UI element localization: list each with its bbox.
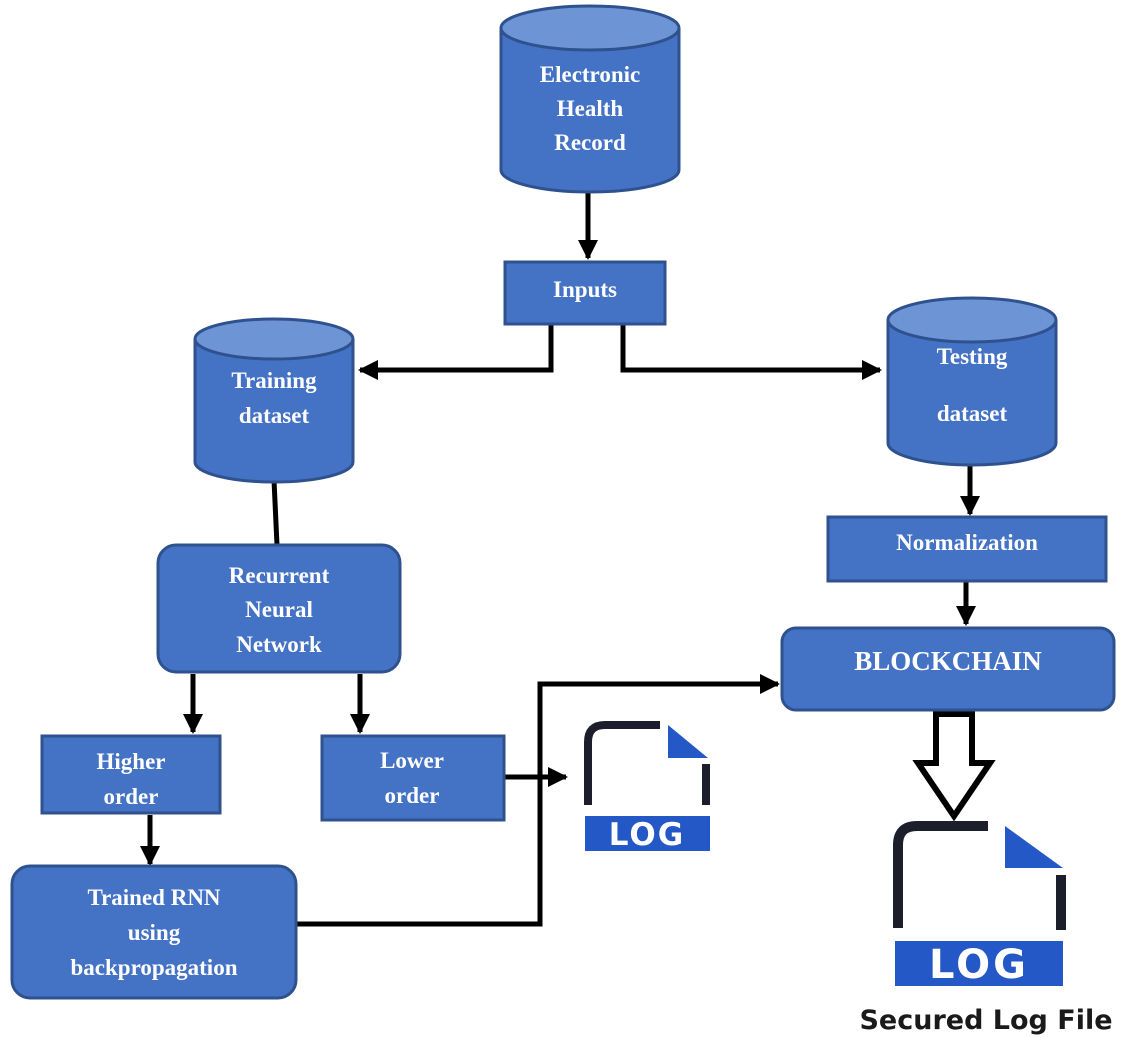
blockchain-label: BLOCKCHAIN <box>854 646 1042 676</box>
edge-trained-to-blockchain <box>296 674 780 927</box>
normalization-box: Normalization <box>826 515 1108 583</box>
rnn-label-line-3: Network <box>236 632 322 657</box>
secured-log-file-icon: LOG <box>893 821 1066 988</box>
lower-label-line-2: order <box>385 783 440 808</box>
log-icon-text: LOG <box>609 817 685 853</box>
ehr-label-line-3: Record <box>554 130 626 155</box>
trained-label-line-3: backpropagation <box>70 955 237 980</box>
testing-label-line-1: Testing <box>937 344 1008 369</box>
trained-label-line-1: Trained RNN <box>87 885 220 910</box>
higher-order-box: Higher order <box>40 734 222 815</box>
lower-order-box: Lower order <box>320 734 506 822</box>
log-file-icon: LOG <box>584 721 710 853</box>
secured-log-icon-text: LOG <box>929 942 1029 988</box>
lower-label-line-1: Lower <box>380 748 444 773</box>
ehr-label-line-2: Health <box>557 96 624 121</box>
secured-log-caption: Secured Log File <box>859 1005 1112 1036</box>
edge-inputs-to-testing <box>620 325 882 380</box>
trained-label-line-2: using <box>128 920 181 945</box>
training-label-line-1: Training <box>231 368 317 393</box>
ehr-label-line-1: Electronic <box>540 62 641 87</box>
normalization-label: Normalization <box>896 530 1038 555</box>
rnn-label-line-2: Neural <box>245 597 313 622</box>
electronic-health-record-cylinder: Electronic Health Record <box>499 4 681 194</box>
inputs-box: Inputs <box>503 260 667 326</box>
higher-label-line-1: Higher <box>97 749 166 774</box>
edge-training-to-rnn <box>271 479 280 546</box>
training-label-line-2: dataset <box>239 403 310 428</box>
training-dataset-cylinder: Training dataset <box>193 317 355 484</box>
testing-dataset-cylinder: Testing dataset <box>886 296 1058 467</box>
trained-rnn-box: Trained RNN using backpropagation <box>10 864 298 1000</box>
blockchain-box: BLOCKCHAIN <box>780 626 1116 712</box>
hollow-arrow-blockchain-to-log <box>912 711 996 822</box>
rnn-label-line-1: Recurrent <box>229 563 330 588</box>
testing-label-line-2: dataset <box>937 401 1008 426</box>
inputs-label: Inputs <box>553 277 617 302</box>
higher-label-line-2: order <box>104 784 159 809</box>
recurrent-neural-network-box: Recurrent Neural Network <box>156 543 402 674</box>
edge-inputs-to-training <box>358 325 554 380</box>
